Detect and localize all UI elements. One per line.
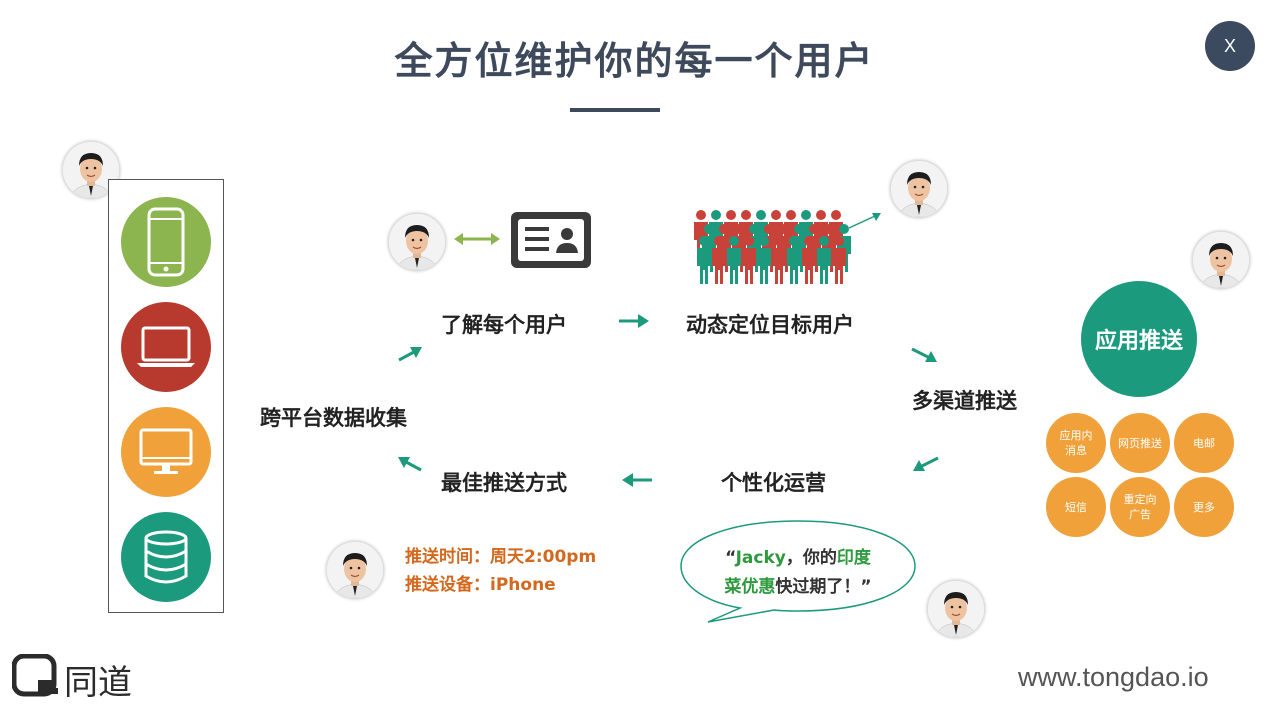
close-button[interactable]: X [1205,21,1255,71]
double-arrow-icon [454,230,500,248]
person-figure [772,236,786,284]
bubble-name: Jacky [735,548,786,568]
push-device: 推送设备：iPhone [405,575,556,595]
phone-device [121,197,211,287]
bubble-mid: ，你的 [785,548,837,568]
label-know-user: 了解每个用户 [441,313,567,337]
database-icon [144,530,188,584]
channel-circle: 重定向 广告 [1110,477,1170,537]
arrow-up-right-icon [397,345,423,363]
channel-circle: 电邮 [1174,413,1234,473]
label-multi-channel: 多渠道推送 [912,389,1017,413]
person-figure [727,236,741,284]
user-avatar-left [62,141,120,199]
laptop-device [121,302,211,392]
page-title: 全方位维护你的每一个用户 [394,39,875,83]
user-avatar-bubble [927,580,985,638]
bubble-message: “Jacky，你的印度菜优惠快过期了！” [698,544,898,602]
tongdao-logo-icon [11,653,60,702]
arrow-down-right-icon [910,346,938,364]
user-avatar-know [388,213,446,271]
speech-bubble [678,518,918,628]
person-figure [787,236,801,284]
channel-circle: 短信 [1046,477,1106,537]
title-underline [570,108,660,112]
arrow-right-icon [619,312,649,330]
phone-icon [147,207,185,277]
person-figure [832,236,846,284]
monitor-icon [139,428,193,474]
database-device [121,512,211,602]
user-avatar-target [890,160,948,218]
laptop-icon [137,326,195,367]
person-figure [817,236,831,284]
push-time: 推送时间：周天2:00pm [405,547,597,567]
channel-circle: 应用内 消息 [1046,413,1106,473]
arrow-down-left-icon [912,455,940,473]
logo-text: 同道 [64,663,132,703]
label-dynamic-target: 动态定位目标用户 [686,313,854,337]
channel-circle: 网页推送 [1110,413,1170,473]
person-figure [697,236,711,284]
person-figure [757,236,771,284]
person-figure [802,236,816,284]
site-url[interactable]: www.tongdao.io [1018,662,1209,692]
user-avatar-push [326,541,384,599]
person-figure [742,236,756,284]
target-arrow-icon [847,210,883,232]
bubble-highlight-1: 印度 [836,548,871,568]
bubble-open-quote: “ [725,548,736,568]
arrow-up-left-icon [397,455,423,473]
user-avatar-right [1192,231,1250,289]
crowd-icon [694,208,862,290]
id-card-icon [509,210,593,274]
arrow-left-icon [622,471,652,489]
bubble-highlight-2: 菜优惠 [724,577,776,597]
person-figure [712,236,726,284]
label-personal-ops: 个性化运营 [721,471,826,495]
label-best-push: 最佳推送方式 [441,471,567,495]
app-push-circle: 应用推送 [1081,281,1197,397]
channel-circle: 更多 [1174,477,1234,537]
bubble-tail: 快过期了！” [775,577,872,597]
monitor-device [121,407,211,497]
label-cross-platform: 跨平台数据收集 [260,406,407,430]
